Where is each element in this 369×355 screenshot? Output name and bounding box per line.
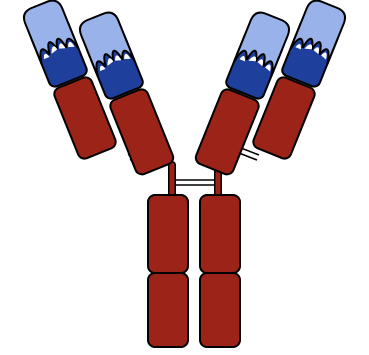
right-interchain-bond-a bbox=[241, 148, 259, 155]
hinge-region bbox=[172, 165, 218, 198]
right-interchain-bond-b bbox=[239, 153, 257, 160]
right-ch2-domain bbox=[200, 195, 240, 273]
left-ch1-domain bbox=[108, 87, 175, 176]
left-ch2-domain bbox=[148, 195, 188, 273]
right-light-variable-domain bbox=[280, 0, 348, 88]
fc-region bbox=[148, 195, 240, 347]
right-ch3-domain bbox=[200, 273, 240, 347]
left-light-variable-domain bbox=[21, 0, 89, 88]
right-ch1-domain bbox=[194, 87, 261, 176]
left-ch3-domain bbox=[148, 273, 188, 347]
